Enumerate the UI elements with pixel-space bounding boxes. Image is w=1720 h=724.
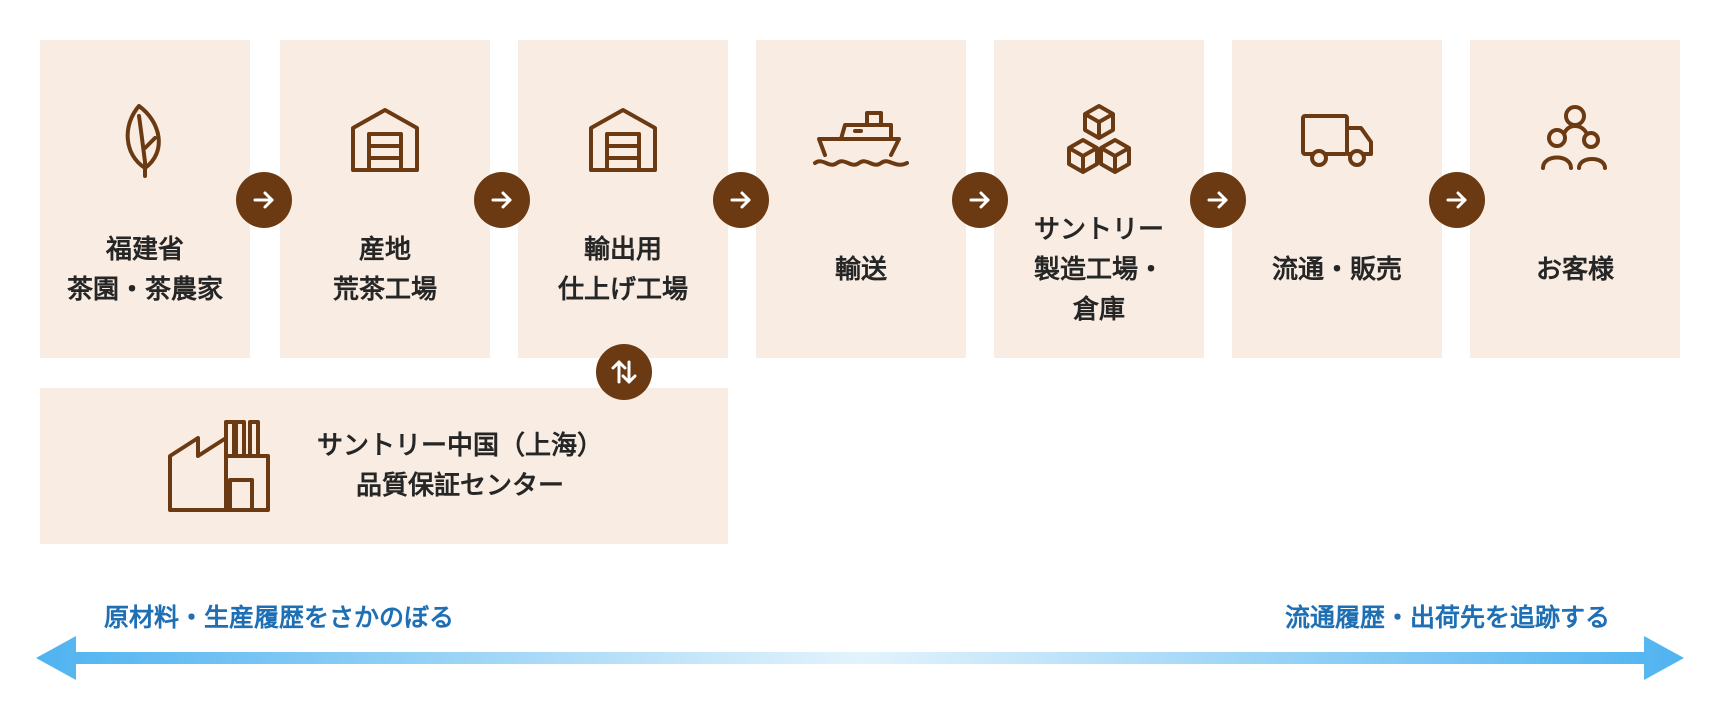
step-label: 流通・販売 [1271,255,1402,285]
ship-icon [756,100,966,180]
arrow-right-icon [952,172,1008,228]
warehouse-icon [280,100,490,180]
arrow-right-icon [1429,172,1485,228]
trace-back-label: 原材料・生産履歴をさかのぼる [104,603,455,632]
step-card-distribution: 流通・販売 [1232,40,1442,358]
swap-vertical-icon [596,344,652,400]
double-arrow-icon [36,636,1684,680]
leaf-icon [40,100,250,180]
arrow-right-icon [236,172,292,228]
step-label: サントリー 製造工場・ 倉庫 [1033,215,1164,325]
arrow-right-icon [713,172,769,228]
boxes-icon [994,100,1204,180]
trace-forward-label: 流通履歴・出荷先を追跡する [1284,603,1610,632]
step-card-customers: お客様 [1470,40,1680,358]
step-card-crude-tea-factory: 産地 荒茶工場 [280,40,490,358]
step-label: 輸出用 仕上げ工場 [557,235,688,305]
quality-center-box: サントリー中国（上海） 品質保証センター [40,388,728,544]
factory-icon [164,416,276,516]
warehouse-icon [518,100,728,180]
step-label: 輸送 [834,255,887,285]
quality-center-label: サントリー中国（上海） 品質保証センター [316,431,603,501]
step-label: 福建省 茶園・茶農家 [66,235,223,305]
arrow-right-icon [1190,172,1246,228]
step-card-finishing-factory: 輸出用 仕上げ工場 [518,40,728,358]
step-card-transport: 輸送 [756,40,966,358]
step-card-suntory-factory: サントリー 製造工場・ 倉庫 [994,40,1204,358]
step-card-farm: 福建省 茶園・茶農家 [40,40,250,358]
truck-icon [1232,100,1442,180]
arrow-right-icon [474,172,530,228]
step-label: 産地 荒茶工場 [332,235,437,305]
people-icon [1470,100,1680,180]
step-label: お客様 [1535,255,1614,285]
